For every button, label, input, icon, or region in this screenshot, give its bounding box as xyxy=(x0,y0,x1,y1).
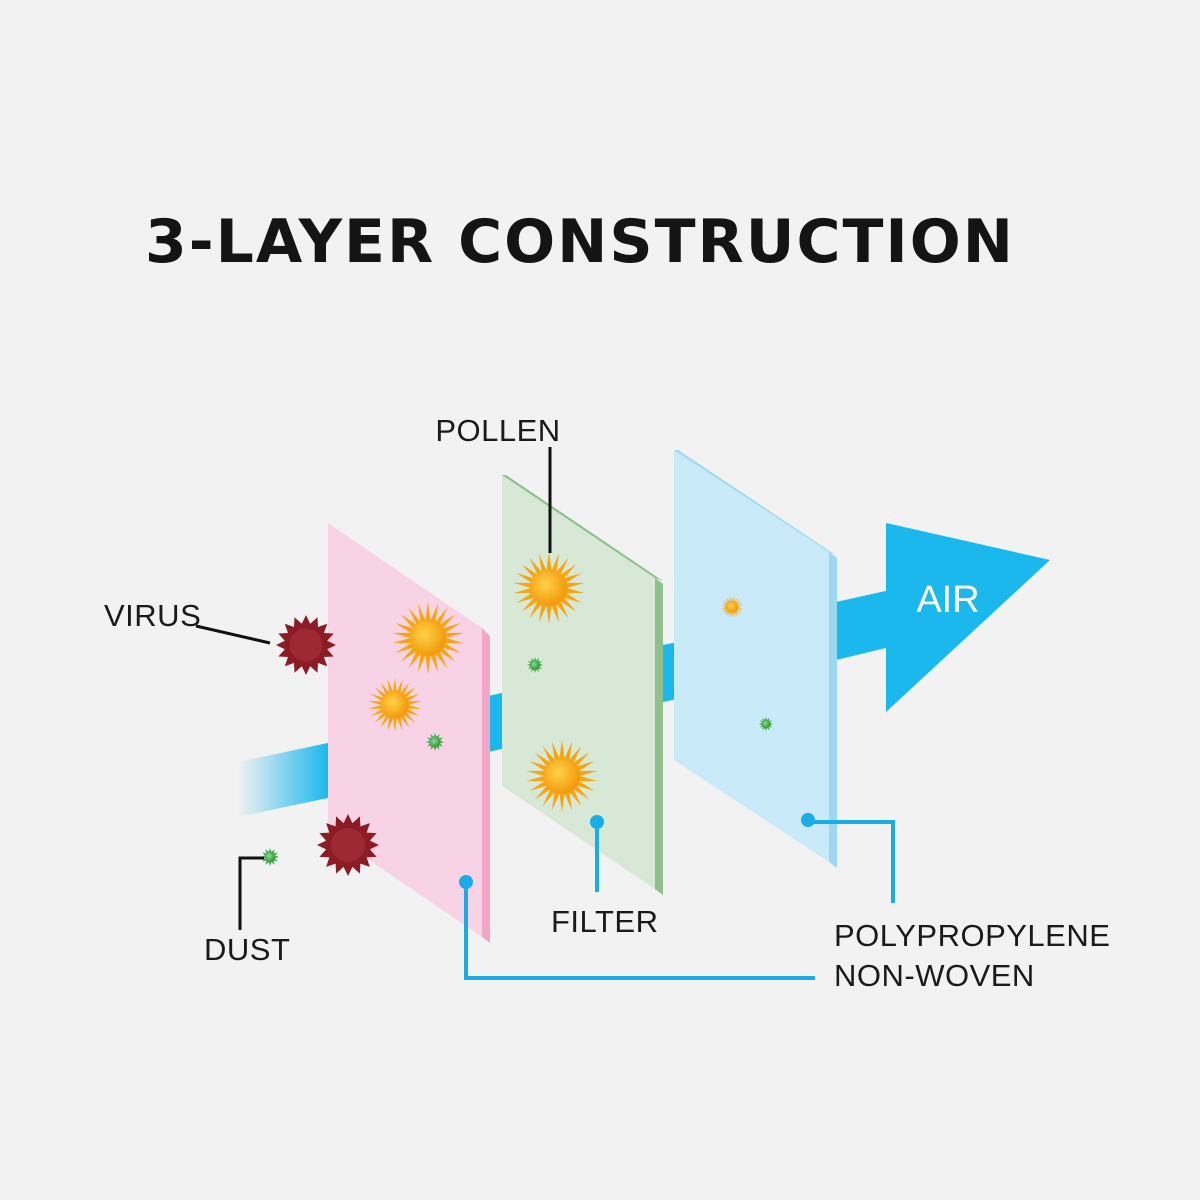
pollen-particle-core-1 xyxy=(410,620,446,656)
pollen-particle-core-4 xyxy=(544,758,580,794)
virus-label: VIRUS xyxy=(104,598,201,633)
outer-layer-edge xyxy=(482,628,490,943)
filter-layer xyxy=(502,475,663,895)
filter-label: FILTER xyxy=(551,904,659,939)
inner-layer-top-edge xyxy=(674,450,837,556)
air-label: AIR xyxy=(916,579,979,621)
filter-layer-panel xyxy=(502,475,655,889)
page-title: 3-LAYER CONSTRUCTION xyxy=(145,207,1015,277)
inner-layer-callout-line xyxy=(808,820,895,903)
dust-particle-core-4 xyxy=(762,720,770,728)
pollen-label: POLLEN xyxy=(435,413,560,448)
non-woven-label: NON-WOVEN xyxy=(834,958,1035,993)
outer-layer-panel xyxy=(328,523,482,937)
dust-particle-core-2 xyxy=(430,737,440,747)
polypropylene-label: POLYPROPYLENE xyxy=(834,918,1110,953)
particles xyxy=(261,552,773,876)
virus-leader-line xyxy=(195,624,271,645)
virus-particle-core-2 xyxy=(330,827,366,863)
air-flow-segment-3 xyxy=(836,590,890,660)
dust-particle-core-3 xyxy=(530,660,540,670)
pollen-particle-core-5 xyxy=(726,601,738,613)
dust-label: DUST xyxy=(204,932,290,967)
outer-layer-callout-line xyxy=(464,882,815,980)
dust-particle-core-1 xyxy=(265,852,275,862)
leader-lines xyxy=(195,447,552,930)
filter-layer-edge xyxy=(655,578,663,895)
inner-layer-edge xyxy=(829,552,837,868)
inner-layer-panel xyxy=(674,450,829,862)
inner-polypropylene-layer xyxy=(674,450,837,868)
air-flow-arrowhead xyxy=(886,523,1050,712)
pollen-particle-core-3 xyxy=(531,570,567,606)
pollen-particle-core-2 xyxy=(381,691,409,719)
virus-particle-core-1 xyxy=(289,628,323,662)
dust-leader-line xyxy=(238,856,264,930)
callout-lines xyxy=(459,813,895,980)
filter-layer-top-edge xyxy=(502,475,663,581)
